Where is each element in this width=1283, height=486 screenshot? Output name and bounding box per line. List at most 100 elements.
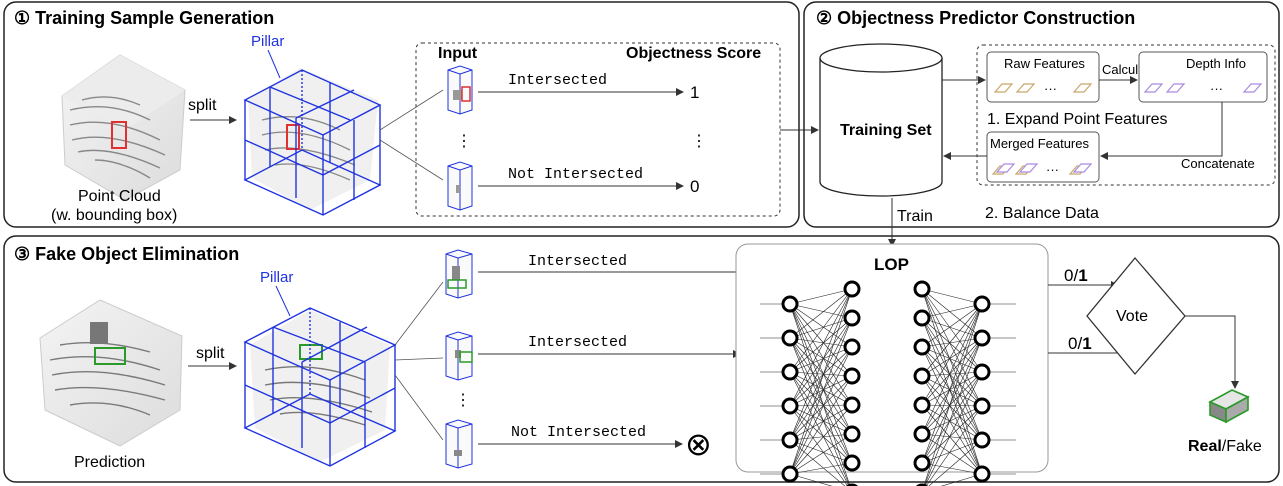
nn-node: [913, 309, 931, 327]
split-label-2: split: [196, 345, 225, 362]
nn-edge: [789, 337, 853, 464]
result-label: Real/Fake: [1188, 438, 1262, 455]
vote-diamond: [1086, 256, 1186, 376]
nn-edge: [921, 375, 983, 407]
raw-features-box: [986, 51, 1100, 103]
nn-node: [843, 309, 861, 327]
nn-edge: [789, 371, 850, 486]
merged-feature-icons: [991, 163, 1093, 175]
nn-edge: [789, 405, 853, 435]
nn-edge: [789, 371, 853, 377]
row-intersected-label: Intersected: [508, 72, 607, 89]
vote-input-1: 0/1: [1064, 266, 1088, 285]
nn-node: [913, 454, 931, 472]
nn-edge: [921, 371, 983, 435]
pred-pillar-1: [445, 249, 473, 299]
training-set-label: Training Set: [840, 122, 932, 139]
nn-edge: [789, 346, 853, 441]
nn-edge: [921, 405, 983, 464]
nn-edge: [789, 375, 853, 441]
merged-features-label: Merged Features: [990, 136, 1089, 151]
nn-edge: [789, 317, 853, 441]
point-cloud-label: Point Cloud: [78, 188, 161, 205]
nn-edge: [921, 337, 983, 348]
fan-line-5: [394, 374, 444, 441]
train-label: Train: [897, 208, 933, 225]
nn-edge: [921, 371, 983, 406]
nn-edge: [921, 371, 983, 464]
nn-edge: [789, 317, 853, 475]
pillar-label-1: Pillar: [251, 33, 284, 50]
nn-node: [913, 338, 931, 356]
nn-node: [781, 431, 799, 449]
nn-edge: [789, 375, 853, 475]
nn-edge: [789, 404, 853, 441]
nn-edge: [921, 317, 983, 475]
nn-node: [843, 396, 861, 414]
nn-node: [973, 329, 991, 347]
prediction-image: [39, 299, 183, 447]
section-fake-object-elimination: ③ Fake Object Elimination Prediction spl…: [3, 235, 1280, 486]
score-one: 1: [690, 83, 699, 102]
result-object-icon: [1208, 389, 1250, 424]
nn-edge: [789, 433, 853, 441]
nn-edge: [789, 337, 853, 348]
nn-edge: [921, 346, 983, 441]
nn-edge: [789, 404, 853, 475]
objectness-score-header: Objectness Score: [626, 45, 761, 62]
section1-title: ① Training Sample Generation: [14, 8, 274, 28]
nn-edge: [789, 346, 853, 407]
nn-edge: [921, 404, 983, 475]
nn-node: [781, 363, 799, 381]
pillar-pointer-2: [275, 285, 291, 317]
nn-node: [973, 465, 991, 483]
nn-node: [843, 280, 861, 298]
nn-edge: [789, 433, 853, 475]
nn-edge: [789, 462, 853, 475]
pred-row1-label: Intersected: [528, 253, 627, 270]
nn-edge: [789, 303, 853, 377]
nn-edge: [940, 473, 983, 486]
input-header: Input: [438, 45, 478, 62]
nn-node: [781, 329, 799, 347]
nn-edge: [924, 337, 983, 486]
nn-edge: [789, 346, 853, 475]
nn-edge: [789, 337, 853, 377]
pred-pillar-3: [445, 419, 473, 469]
fan-line-2: [379, 139, 444, 181]
nn-edge: [921, 303, 983, 348]
vote-input-2: 0/1: [1068, 334, 1092, 353]
vote-output-arrow: [1185, 315, 1239, 389]
nn-edge: [789, 288, 853, 407]
raw-features-dots: ···: [1044, 81, 1057, 96]
nn-edge: [789, 288, 853, 339]
pillar-label-2: Pillar: [260, 269, 293, 286]
nn-edge: [789, 371, 853, 406]
pred-row3-label: Not Intersected: [511, 424, 646, 441]
nn-edge: [789, 337, 853, 406]
nn-edge: [921, 303, 983, 377]
nn-edge: [921, 439, 983, 464]
section2-title: ② Objectness Predictor Construction: [816, 8, 1135, 28]
concatenate-label: Concatenate: [1181, 156, 1255, 171]
nn-edge: [928, 439, 983, 486]
nn-edge: [921, 337, 983, 464]
nn-node: [781, 465, 799, 483]
pillar-grid-1: [243, 68, 382, 216]
section3-frame: [3, 235, 1280, 483]
pred-pillar-2: [445, 331, 473, 381]
nn-edge: [921, 433, 983, 475]
section-training-sample-generation: ① Training Sample Generation Point Cloud…: [3, 1, 800, 228]
pillar-sample-not-intersected: [447, 161, 473, 211]
nn-edge: [921, 404, 983, 407]
nn-edge: [925, 405, 983, 486]
nn-edge: [921, 303, 983, 435]
vote-label: Vote: [1116, 308, 1148, 325]
nn-edge: [789, 288, 853, 373]
nn-edge: [921, 346, 983, 475]
section1-frame: [3, 1, 800, 228]
raw-feature-icons: [993, 83, 1093, 93]
nn-edge: [921, 288, 983, 475]
point-cloud-image: [61, 54, 186, 201]
